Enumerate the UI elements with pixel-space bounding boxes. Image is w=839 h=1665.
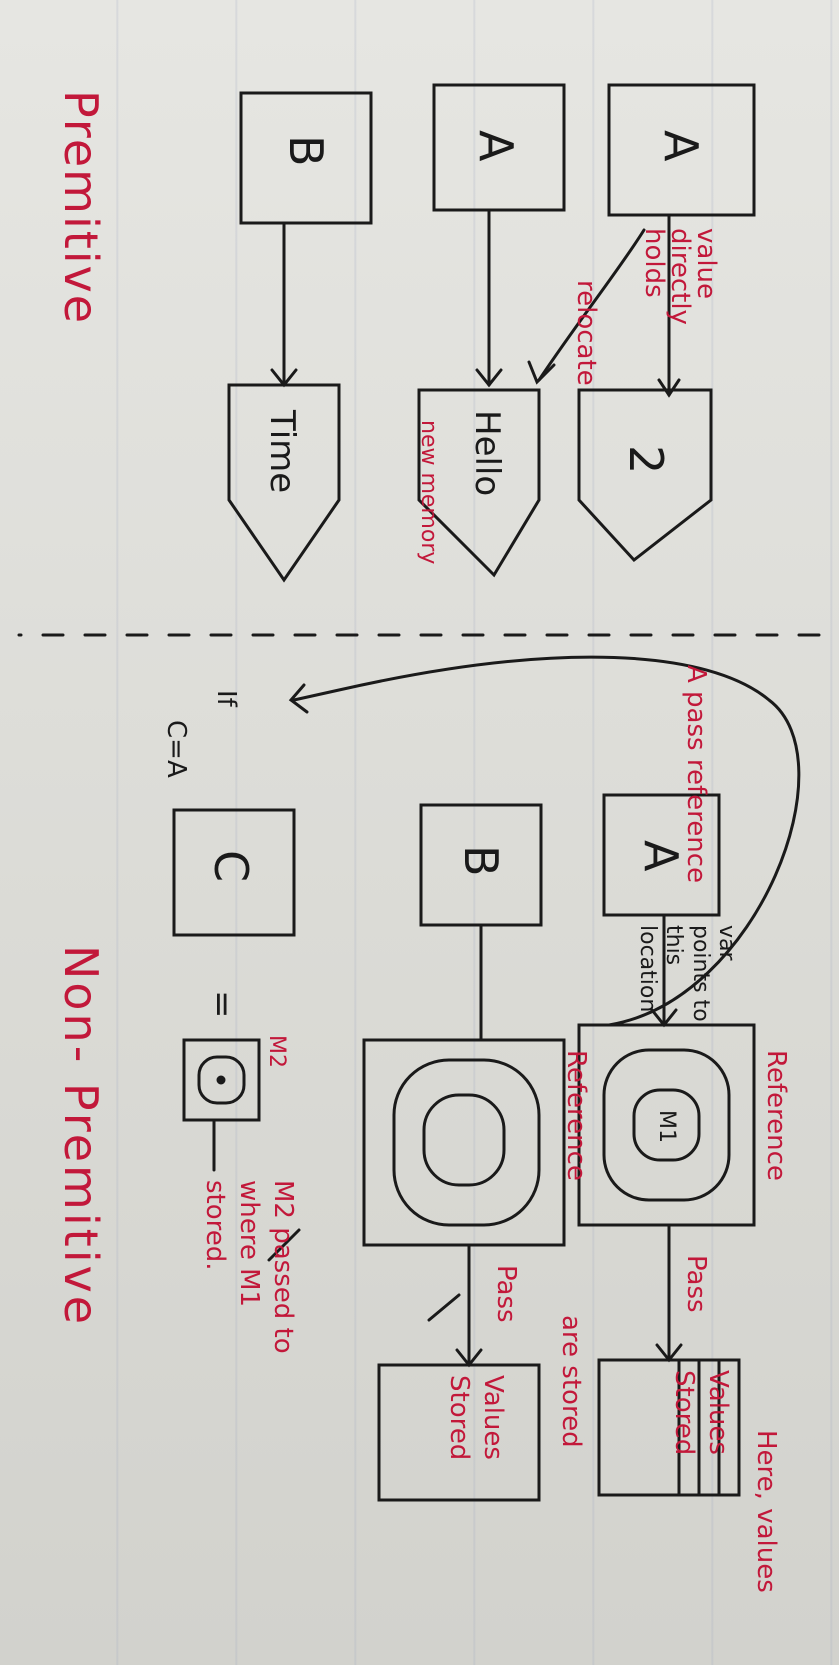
np-m2-box — [182, 1038, 261, 1122]
prim-value-directly-holds: value directly holds — [639, 228, 721, 325]
np-ref-box-2 — [362, 1038, 566, 1247]
prim-value-hello: Hello — [467, 410, 507, 497]
np-values-table-2 — [377, 1363, 541, 1502]
np-m2-inner — [197, 1055, 246, 1105]
np-are-stored: are stored — [556, 1315, 586, 1448]
prim-value-2-shape — [577, 388, 713, 563]
np-box-a-shape — [602, 793, 721, 917]
np-c-eq-a: C=A — [161, 720, 191, 778]
np-pass-label-2: Pass — [491, 1265, 521, 1323]
relocate-curve — [537, 228, 646, 382]
np-values-stored-1: Values Stored — [669, 1370, 733, 1456]
prim-value-2: 2 — [619, 445, 673, 475]
np-ref-box-1 — [577, 1023, 756, 1227]
prim-value-hello-shape — [417, 388, 541, 578]
np-equals-sign: = — [202, 990, 242, 1019]
np-ref-box-1-core — [632, 1088, 701, 1162]
np-reference-label-2: Reference — [561, 1050, 591, 1181]
np-slash-2 — [427, 1293, 461, 1322]
np-pass-reference-label: A pass reference — [681, 665, 711, 883]
np-ref-box-2-inner — [392, 1058, 541, 1227]
prim-box-b-label: B — [279, 135, 333, 167]
np-title: Non- Premitive — [54, 945, 108, 1327]
np-box-b-label: B — [454, 845, 508, 877]
np-box-c-label: C — [204, 850, 258, 883]
np-if-label: If — [211, 690, 241, 707]
np-values-table-1 — [597, 1358, 741, 1497]
np-box-c-shape — [172, 808, 296, 937]
prim-value-time-shape — [227, 383, 341, 583]
np-box-a-label: A — [634, 840, 688, 872]
prim-relocate-label: relocate — [571, 280, 601, 386]
prim-box-a2-label: A — [469, 130, 523, 162]
np-m1-label: M1 — [654, 1110, 679, 1143]
prim-box-a2-shape — [432, 83, 566, 212]
np-pointer-label: var points to this location — [634, 925, 739, 1022]
pass-reference-curve — [292, 655, 801, 1027]
prim-box-a1-label: A — [654, 130, 708, 162]
np-pass-label-1: Pass — [681, 1255, 711, 1313]
np-values-stored-2: Values Stored — [444, 1375, 508, 1461]
prim-new-memory-label: new memory — [416, 420, 441, 565]
np-m2-dot — [216, 1075, 226, 1085]
np-m2-label: M2 — [264, 1035, 289, 1068]
prim-title: Premitive — [54, 90, 108, 326]
np-here-values: Here, values — [751, 1430, 781, 1593]
np-m2-note: M2 passed to where M1 stored. — [200, 1180, 298, 1354]
prim-arrow-2-head — [475, 368, 503, 388]
prim-box-b-shape — [239, 91, 373, 225]
prim-box-a1-shape — [607, 83, 756, 217]
relocate-curve-head — [527, 360, 556, 385]
np-ref-box-1-inner — [602, 1048, 731, 1202]
prim-arrow-1-head — [657, 378, 681, 398]
pass-reference-curve-head — [288, 683, 309, 714]
np-ref-box-2-core — [422, 1093, 506, 1187]
prim-value-time: Time — [262, 410, 302, 494]
np-reference-label-1: Reference — [761, 1050, 791, 1181]
np-slash-1 — [267, 1228, 301, 1262]
